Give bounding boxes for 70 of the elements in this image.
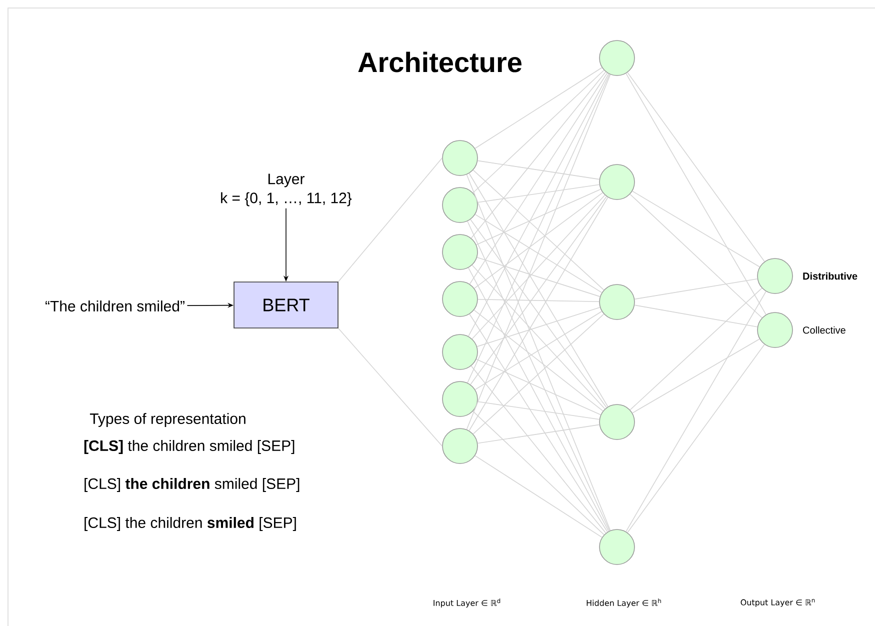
connection-line xyxy=(477,184,600,203)
neuron-circle xyxy=(599,404,635,440)
input-text: Layer k = {0, 1, …, 11, 12} xyxy=(221,174,352,206)
connection-line xyxy=(468,196,608,431)
connection-line xyxy=(474,311,602,390)
neuron-circle xyxy=(757,258,793,294)
heading-text: Types of representation xyxy=(90,413,246,427)
connection-line xyxy=(632,338,760,414)
connection-line xyxy=(474,192,604,289)
connection-line xyxy=(474,214,602,293)
connection-line xyxy=(474,67,602,149)
neuron-circle xyxy=(442,428,478,464)
model-box: BERT xyxy=(234,282,338,328)
connection-line xyxy=(470,72,606,238)
connection-line xyxy=(632,190,760,268)
connection-line xyxy=(469,314,608,532)
connection-line xyxy=(338,158,442,282)
connection-line xyxy=(470,219,607,408)
representation-text: [CLS] the children smiled [SEP] xyxy=(84,478,300,492)
neuron-circle xyxy=(757,312,793,348)
connection-line xyxy=(472,194,606,340)
connection-line xyxy=(634,278,758,300)
connection-line xyxy=(477,424,600,444)
connection-line xyxy=(626,73,766,315)
neuron-circle xyxy=(442,334,478,370)
axis-label: Input Layer ∈ ℝ$^{d}$ xyxy=(434,598,500,608)
connection-line xyxy=(476,358,602,416)
connection-line xyxy=(627,344,765,533)
title: Architecture xyxy=(358,52,522,72)
neuron-circle xyxy=(599,40,635,76)
connection-line xyxy=(472,170,604,290)
neuron-circle xyxy=(442,187,478,223)
connection-line xyxy=(476,188,602,246)
axis-label: Hidden Layer ∈ ℝ$^{h}$ xyxy=(586,598,661,608)
connection-line xyxy=(472,314,604,434)
class-label: Collective xyxy=(803,326,846,334)
connection-line xyxy=(634,304,758,328)
connection-line xyxy=(472,70,604,194)
representation-text: [CLS] the children smiled [SEP] xyxy=(84,517,296,531)
neuron-circle xyxy=(442,381,478,417)
neuron-circle xyxy=(599,284,635,320)
connection-line xyxy=(627,72,765,262)
connection-line xyxy=(472,410,604,536)
connection-line xyxy=(478,298,600,302)
connection-line xyxy=(470,366,606,534)
connection-line xyxy=(468,172,608,407)
neuron-circle xyxy=(599,529,635,565)
axis-label: Output Layer ∈ ℝ$^{n}$ xyxy=(740,599,815,607)
neuron-circle xyxy=(442,281,478,317)
connection-line xyxy=(626,291,766,532)
connection-line xyxy=(472,264,606,410)
connection-line xyxy=(470,196,607,385)
connection-line xyxy=(468,73,609,337)
class-label: Distributive xyxy=(803,272,858,280)
connection-line xyxy=(474,455,602,538)
connection-line xyxy=(469,72,608,284)
neuron-circle xyxy=(599,164,635,200)
connection-line xyxy=(630,194,762,318)
neuron-circle xyxy=(442,234,478,270)
representation-text: [CLS] the children smiled [SEP] xyxy=(84,440,294,454)
connection-line xyxy=(477,160,600,180)
connection-line xyxy=(476,307,600,347)
connection-line xyxy=(338,328,442,446)
connection-line xyxy=(468,267,609,532)
input-text: “The children smiled” xyxy=(46,300,184,312)
connection-line xyxy=(477,401,600,420)
connection-line xyxy=(474,310,604,412)
connection-line xyxy=(476,257,600,297)
neuron-circle xyxy=(442,140,478,176)
connection-line xyxy=(630,288,762,410)
